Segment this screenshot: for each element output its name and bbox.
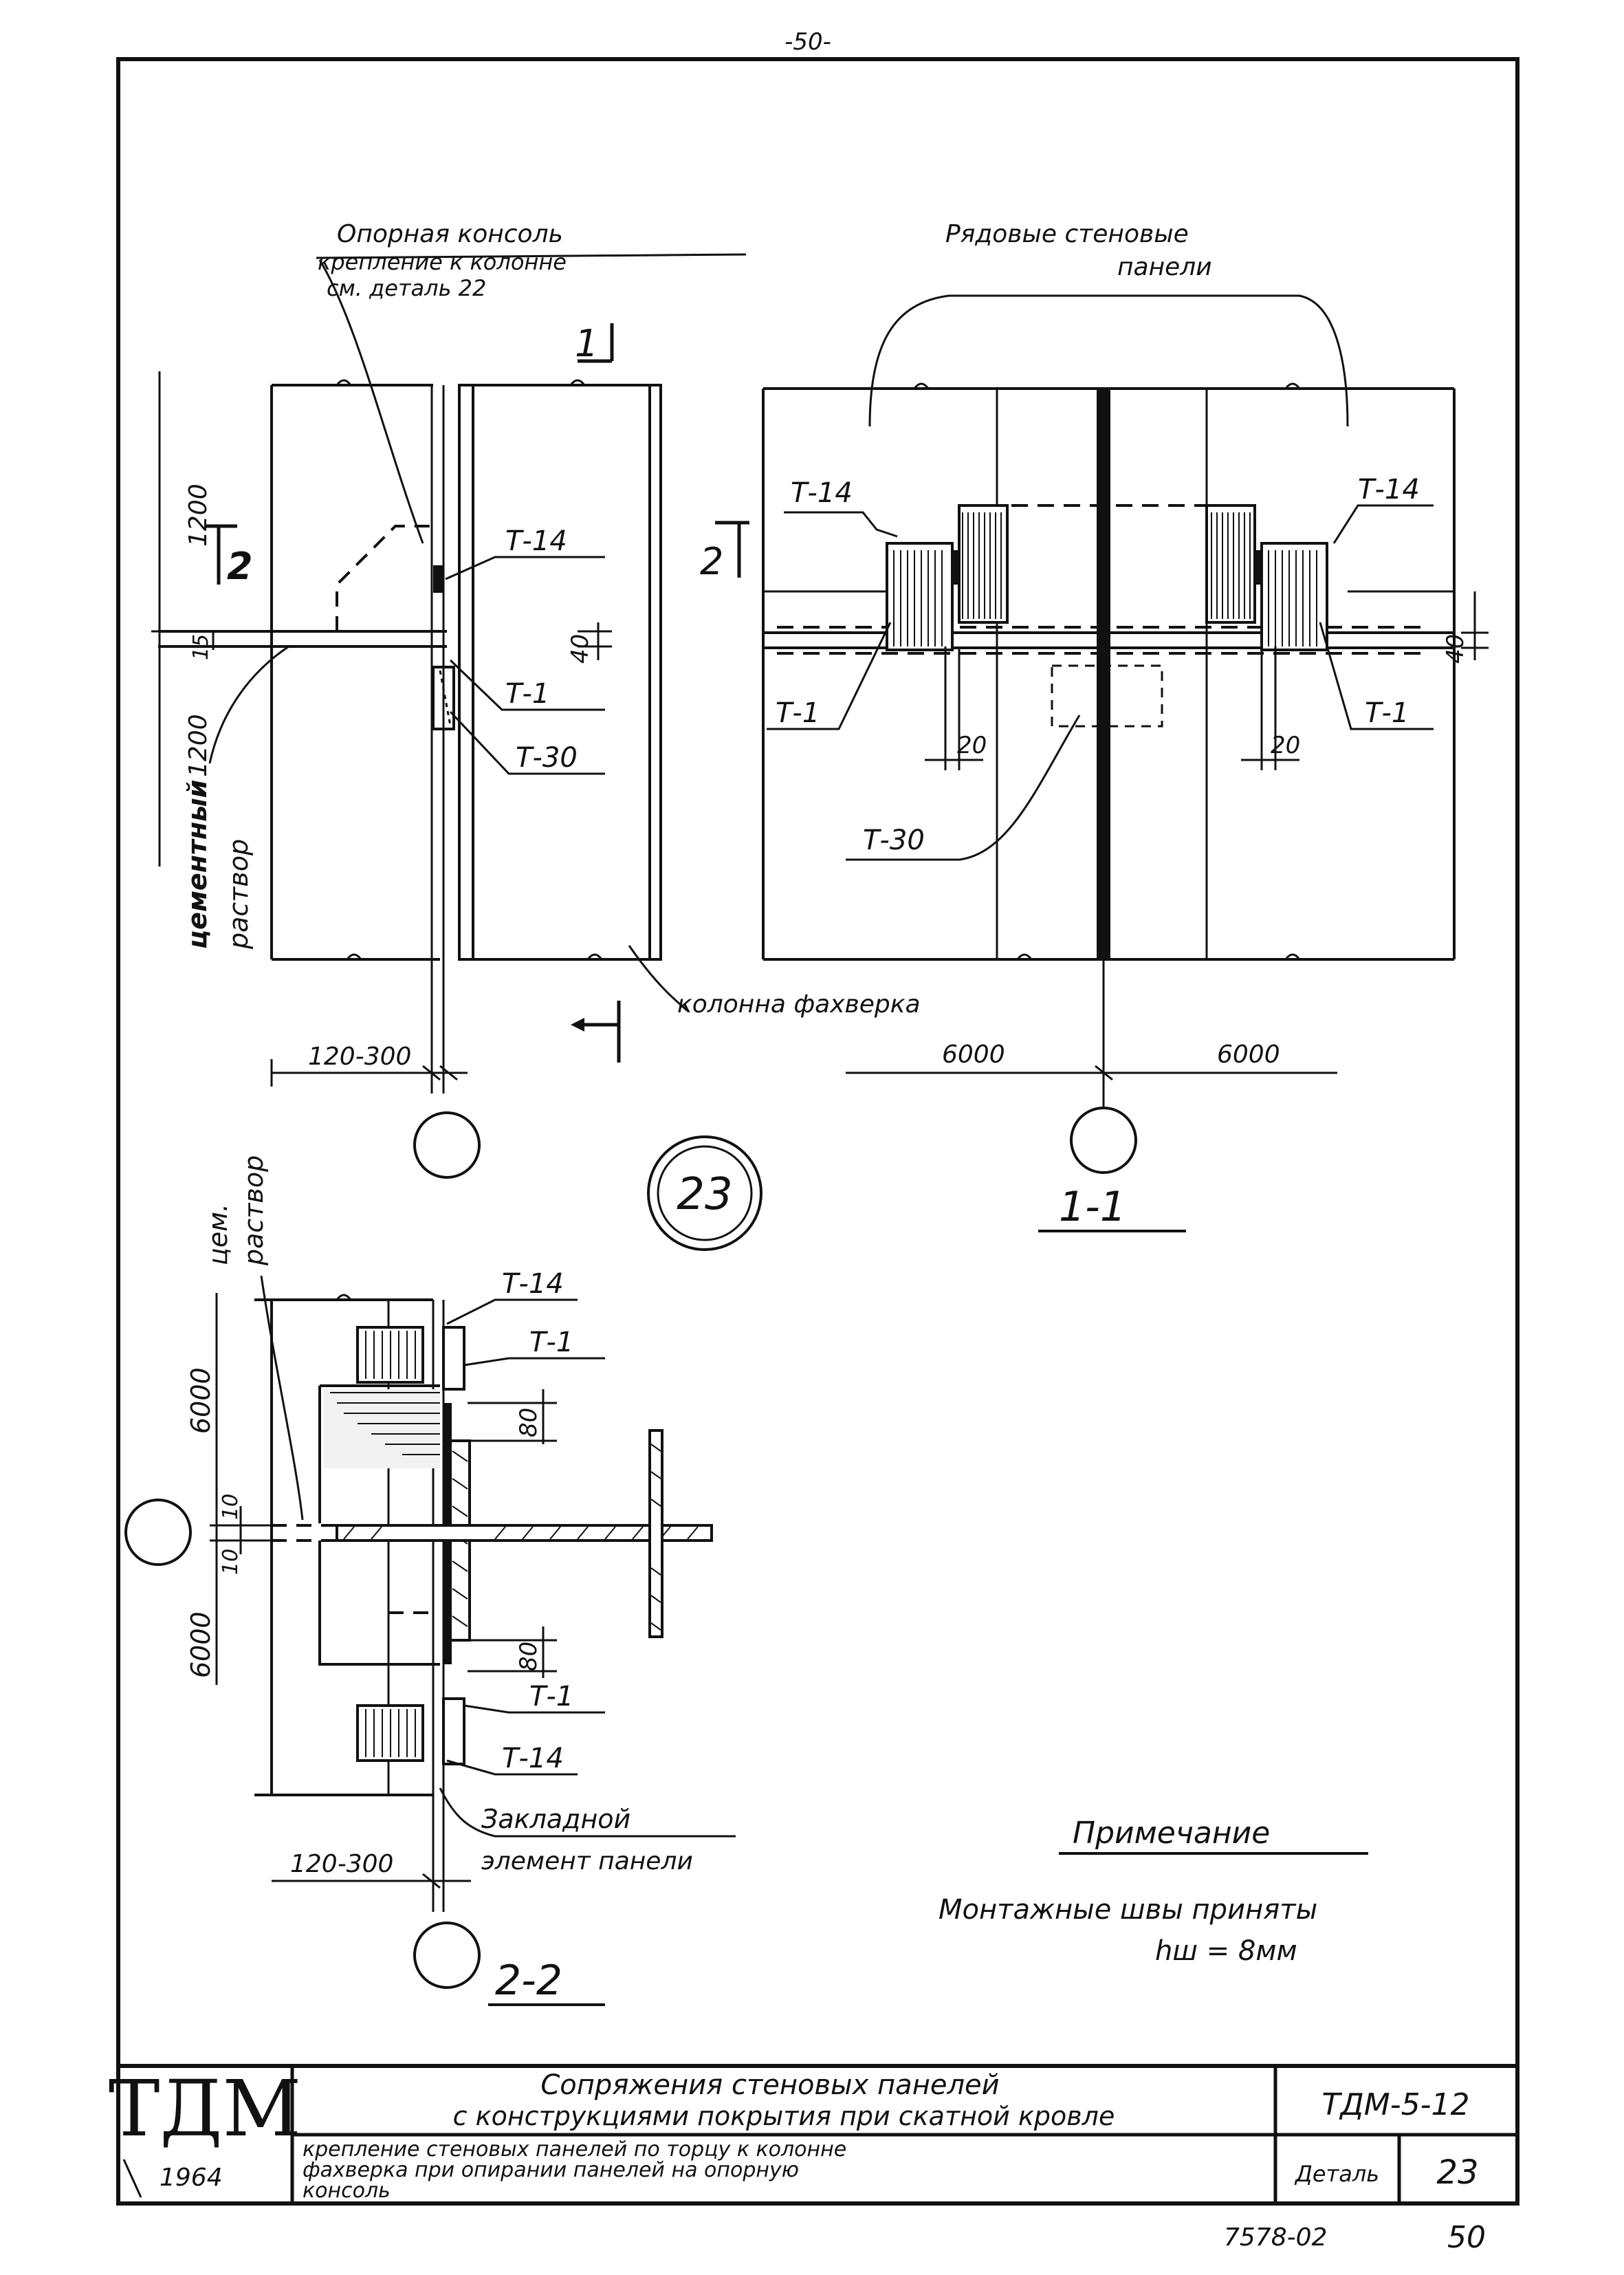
console-callout-line1: Опорная консоль — [337, 220, 563, 248]
mortar-label-b-line1: цем. — [203, 1204, 233, 1265]
mortar-label-line2: раствор — [223, 839, 254, 950]
console-callout-line3: см. деталь 22 — [327, 275, 486, 301]
view-bottom-text: цем. раствор 6000 10 10 6000 80 80 Т-14 … — [186, 1155, 693, 2005]
section-mark-2-left: 2 — [227, 545, 253, 588]
label-t1-left: Т-1 — [776, 697, 820, 729]
detail-label: Деталь — [1294, 2161, 1379, 2187]
dim-6000-right: 6000 — [1217, 1041, 1280, 1069]
note-line2: hш = 8мм — [1155, 1935, 1297, 1967]
label-t1-top: Т-1 — [529, 1327, 573, 1358]
dim-10-top: 10 — [219, 1494, 243, 1520]
label-t14-bottom: Т-14 — [502, 1743, 564, 1774]
dim-40: 40 — [567, 634, 594, 664]
label-t14: Т-14 — [505, 525, 567, 557]
series-code: ТДМ-5-12 — [1322, 2087, 1470, 2122]
label-t1-bottom: Т-1 — [529, 1681, 573, 1712]
dim-80-bottom: 80 — [515, 1642, 542, 1671]
view-right — [762, 294, 1489, 1232]
panels-callout-line2: панели — [1117, 253, 1212, 281]
label-t30: Т-30 — [516, 742, 578, 774]
view-bottom — [124, 1275, 736, 2006]
section-title-1-1: 1-1 — [1059, 1183, 1126, 1231]
dim-80-top: 80 — [515, 1408, 542, 1437]
dim-bottom-b: 120-300 — [290, 1850, 393, 1878]
subtitle-line3: консоль — [303, 2179, 391, 2203]
view-left — [151, 253, 749, 1179]
logo: ТДМ — [109, 2065, 301, 2154]
page-number-bottom: 50 — [1447, 2220, 1486, 2255]
dim-15: 15 — [189, 634, 213, 660]
note-title: Примечание — [1073, 1816, 1270, 1851]
dim-1200-bottom: 1200 — [184, 714, 212, 777]
console-callout-line2: крепление к колонне — [318, 249, 567, 275]
panels-callout-line1: Рядовые стеновые — [945, 220, 1189, 248]
section-title-2-2: 2-2 — [495, 1957, 562, 2005]
label-t14-top: Т-14 — [502, 1268, 564, 1300]
label-t30: Т-30 — [863, 825, 925, 856]
note-line1: Монтажные швы приняты — [939, 1894, 1317, 1926]
dim-10-bottom: 10 — [219, 1549, 243, 1575]
note-block: Примечание Монтажные швы приняты hш = 8м… — [939, 1816, 1368, 1967]
detail-number: 23 — [677, 1169, 732, 1220]
detail-number-mark: 23 — [647, 1135, 762, 1251]
embedded-label-line2: элемент панели — [481, 1847, 693, 1875]
column-label: колонна фахверка — [677, 990, 921, 1019]
title-block: ТДМ 1964 Сопряжения стеновых панелей с к… — [109, 2064, 1517, 2203]
page-number-top: -50- — [784, 28, 831, 56]
mortar-label-line1: цементный — [182, 780, 212, 949]
dim-20-right: 20 — [1271, 732, 1300, 759]
subtitle-line1: крепление стеновых панелей по торцу к ко… — [303, 2137, 846, 2162]
subtitle-line2: фахверка при опирании панелей на опорную — [303, 2158, 799, 2182]
embedded-label-line1: Закладной — [481, 1804, 630, 1834]
dim-6000-bottom: 6000 — [186, 1611, 216, 1678]
mortar-label-b-line2: раствор — [239, 1155, 269, 1266]
section-mark-1: 1 — [575, 322, 598, 365]
title-line1: Сопряжения стеновых панелей — [540, 2069, 999, 2101]
label-t1: Т-1 — [505, 678, 549, 710]
label-t14-left: Т-14 — [791, 477, 853, 509]
sheet-frame — [116, 57, 1519, 2206]
dim-40-right: 40 — [1442, 634, 1469, 664]
dim-6000-left: 6000 — [942, 1041, 1005, 1069]
detail-number-title: 23 — [1436, 2153, 1478, 2192]
section-mark-2-right: 2 — [700, 540, 723, 583]
label-t1-right: Т-1 — [1365, 697, 1409, 729]
title-line2: с конструкциями покрытия при скатной кро… — [453, 2101, 1115, 2131]
dim-bottom: 120-300 — [308, 1043, 411, 1071]
dim-20-left: 20 — [957, 732, 987, 759]
view-left-text: Опорная консоль крепление к колонне см. … — [182, 220, 921, 1071]
sheet-code-bottom: 7578-02 — [1224, 2223, 1327, 2252]
dim-6000-top: 6000 — [186, 1367, 216, 1434]
view-right-text: Рядовые стеновые панели Т-14 Т-14 Т-1 Т-… — [776, 220, 1469, 1231]
label-t14-right: Т-14 — [1358, 474, 1420, 505]
dim-1200-top: 1200 — [184, 483, 212, 547]
year: 1964 — [160, 2164, 223, 2192]
